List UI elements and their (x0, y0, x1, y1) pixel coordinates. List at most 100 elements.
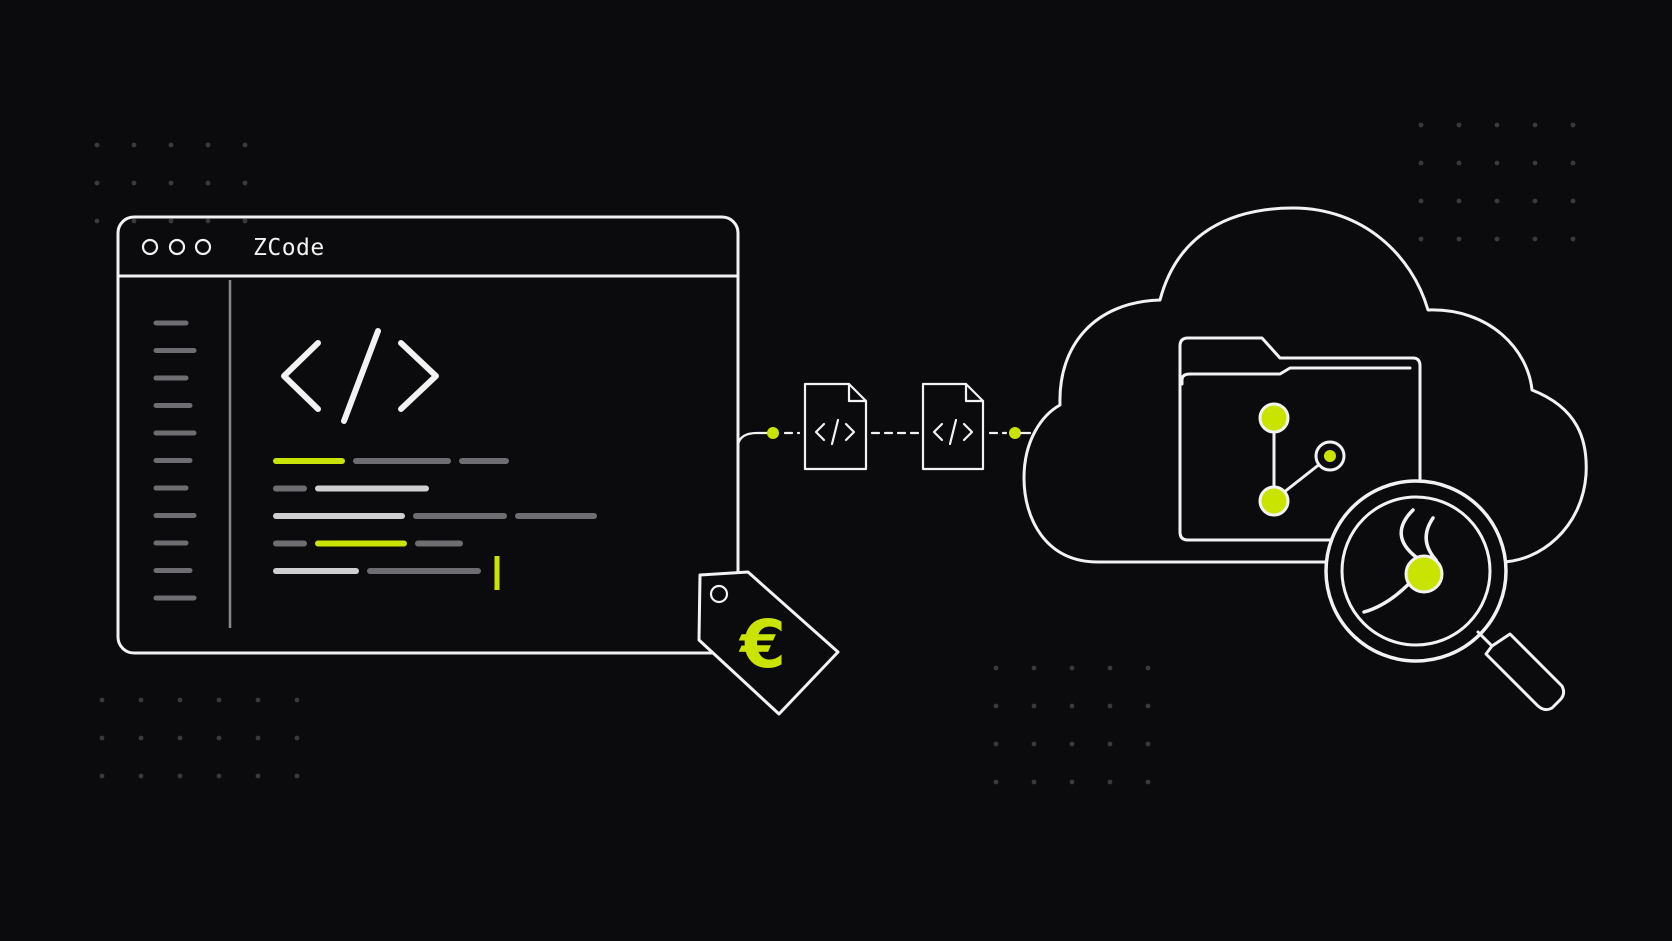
grid-dot (1570, 236, 1576, 242)
dot-grid-top-left (94, 142, 248, 224)
editor-window-frame (116, 215, 740, 655)
grid-dot (1494, 198, 1500, 204)
grid-dot (177, 697, 183, 703)
grid-dot (1031, 703, 1037, 709)
code-lines (273, 458, 597, 574)
grid-dot (216, 773, 222, 779)
grid-dot (94, 180, 100, 186)
grid-dot (1031, 741, 1037, 747)
grid-dot (168, 180, 174, 186)
circle-icon (168, 238, 186, 256)
grid-dot (1069, 741, 1075, 747)
grid-dot (294, 773, 300, 779)
grid-dot (242, 180, 248, 186)
pipeline-connector (736, 427, 1032, 447)
grid-dot (242, 218, 248, 224)
circle-icon (141, 238, 159, 256)
grid-dot (1145, 703, 1151, 709)
sprout-icon (1362, 508, 1444, 614)
grid-dot (1107, 741, 1113, 747)
editor-window: ZCode (116, 215, 740, 655)
dot-grid-bottom-center (993, 665, 1151, 785)
grid-dot (1570, 198, 1576, 204)
grid-dot (1532, 198, 1538, 204)
grid-dot (242, 142, 248, 148)
grid-dot (1031, 779, 1037, 785)
code-file-icon (803, 382, 868, 471)
grid-dot (255, 735, 261, 741)
line-number-gutter (153, 320, 197, 601)
grid-dot (1570, 160, 1576, 166)
grid-dot (94, 218, 100, 224)
grid-dot (294, 735, 300, 741)
grid-dot (1532, 236, 1538, 242)
grid-dot (993, 665, 999, 671)
grid-dot (255, 773, 261, 779)
code-file-icon (921, 382, 985, 471)
grid-dot (1069, 665, 1075, 671)
grid-dot (1456, 160, 1462, 166)
euro-symbol: € (738, 606, 786, 683)
grid-dot (131, 218, 137, 224)
window-controls (141, 238, 212, 256)
grid-dot (1069, 779, 1075, 785)
grid-dot (993, 741, 999, 747)
grid-dot (205, 218, 211, 224)
circle-icon (194, 238, 212, 256)
grid-dot (99, 773, 105, 779)
grid-dot (1456, 236, 1462, 242)
grid-dot (1418, 198, 1424, 204)
git-branch-icon (1258, 402, 1346, 517)
grid-dot (216, 735, 222, 741)
grid-dot (1456, 122, 1462, 128)
grid-dot (294, 697, 300, 703)
grid-dot (94, 142, 100, 148)
grid-dot (1107, 665, 1113, 671)
grid-dot (1145, 779, 1151, 785)
cloud-icon (1022, 206, 1588, 564)
dot-grid-top-right (1418, 122, 1576, 242)
grid-dot (1031, 665, 1037, 671)
app-title: ZCode (253, 235, 325, 261)
grid-dot (1145, 741, 1151, 747)
grid-dot (99, 735, 105, 741)
connector-node (1009, 427, 1021, 439)
tag-hole (709, 584, 729, 604)
grid-dot (1494, 236, 1500, 242)
grid-dot (993, 703, 999, 709)
grid-dot (1532, 160, 1538, 166)
grid-dot (177, 773, 183, 779)
grid-dot (1069, 703, 1075, 709)
grid-dot (1456, 198, 1462, 204)
grid-dot (1532, 122, 1538, 128)
grid-dot (99, 697, 105, 703)
grid-dot (1418, 160, 1424, 166)
grid-dot (255, 697, 261, 703)
grid-dot (131, 142, 137, 148)
magnifier-icon (1324, 479, 1566, 712)
grid-dot (138, 697, 144, 703)
dot-grid-bottom-left (99, 697, 300, 779)
grid-dot (138, 773, 144, 779)
grid-dot (131, 180, 137, 186)
grid-dot (138, 735, 144, 741)
grid-dot (168, 218, 174, 224)
grid-dot (177, 735, 183, 741)
grid-dot (216, 697, 222, 703)
grid-dot (168, 142, 174, 148)
grid-dot (1418, 236, 1424, 242)
grid-dot (993, 779, 999, 785)
code-brackets-icon (281, 328, 439, 424)
grid-dot (205, 142, 211, 148)
grid-dot (1494, 160, 1500, 166)
grid-dot (1145, 665, 1151, 671)
grid-dot (205, 180, 211, 186)
grid-dot (1107, 703, 1113, 709)
grid-dot (1418, 122, 1424, 128)
grid-dot (1107, 779, 1113, 785)
grid-dot (1570, 122, 1576, 128)
connector-node (767, 427, 779, 439)
grid-dot (1494, 122, 1500, 128)
